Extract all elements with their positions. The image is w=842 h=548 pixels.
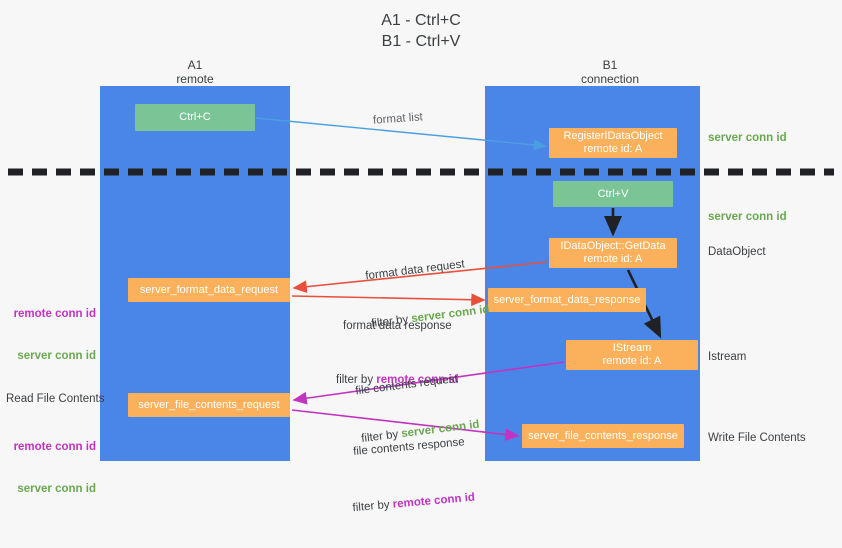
annotation-remote-conn-id-2: remote conn id [13,441,96,453]
box-idataobject-getdata[interactable]: IDataObject::GetData remote id: A [549,238,677,268]
box-ctrl-v[interactable]: Ctrl+V [553,181,673,207]
annotation-conn-id-pair-1: remote conn id server conn id [8,279,96,391]
annotation-remote-conn-id-1: remote conn id [13,308,96,320]
box-server-file-contents-response-label: server_file_contents_response [528,429,678,442]
box-ctrl-c[interactable]: Ctrl+C [135,104,255,131]
box-register-idataobject-line1: RegisterIDataObject [563,130,663,142]
box-istream[interactable]: IStream remote id: A [566,340,698,370]
box-server-file-contents-response[interactable]: server_file_contents_response [522,424,684,448]
box-istream-line1: IStream [612,342,652,354]
filter-prefix: filter by [352,498,394,515]
box-istream-line2: remote id: A [602,355,662,367]
box-register-idataobject-line2: remote id: A [583,143,643,155]
flow-label-file-contents-response-title: file contents response [352,436,466,458]
arrow-file-contents-request [292,361,565,405]
flow-label-format-data-response-title: format data response [343,320,452,332]
arrow-format-data-request [292,261,548,294]
flow-label-file-contents-request-title: file contents request [354,372,459,398]
flow-label-file-contents-response: file contents response filter by remote … [344,402,478,548]
flow-label-format-data-request-title: format data request [364,258,466,283]
diagram-canvas: A1 - Ctrl+C B1 - Ctrl+V A1 remote B1 con… [6,12,834,514]
filter-key-remote-conn-id: remote conn id [376,374,459,386]
column-header-b1: B1 connection [580,58,640,86]
annotation-server-conn-id-top: server conn id [708,132,787,144]
filter-key-remote-conn-id: remote conn id [392,491,476,511]
box-idataobject-getdata-line2: remote id: A [583,253,643,265]
flow-label-file-contents-response-filter: filter by remote conn id [352,490,476,517]
flow-label-format-data-response: format data response filter by remote co… [336,286,459,420]
arrow-format-list [255,117,547,151]
annotation-conn-id-pair-2: remote conn id server conn id [8,412,96,524]
box-register-idataobject[interactable]: RegisterIDataObject remote id: A [549,128,677,158]
box-server-file-contents-request-label: server_file_contents_request [138,398,280,411]
box-server-file-contents-request[interactable]: server_file_contents_request [128,393,290,417]
arrow-format-data-response [291,293,486,307]
annotation-server-conn-id-1: server conn id [17,350,96,362]
box-server-format-data-request[interactable]: server_format_data_request [128,278,290,302]
box-server-format-data-response[interactable]: server_format_data_response [488,288,646,312]
box-server-format-data-request-label: server_format_data_request [139,283,279,296]
annotation-server-conn-id-mid: server conn id [708,211,787,223]
annotation-dataobject: DataObject [708,246,766,258]
filter-prefix: filter by [336,374,377,386]
box-ctrl-c-label: Ctrl+C [179,111,211,123]
box-idataobject-getdata-line1: IDataObject::GetData [560,240,666,252]
box-ctrl-v-label: Ctrl+V [597,187,629,200]
box-server-format-data-response-label: server_format_data_response [493,293,641,306]
column-header-a1: A1 remote [176,58,214,86]
arrow-file-contents-response [291,409,520,441]
annotation-read-file-contents: Read File Contents [6,393,105,405]
page-title: A1 - Ctrl+C B1 - Ctrl+V [381,12,461,50]
annotation-istream: Istream [708,351,747,363]
annotation-write-file-contents: Write File Contents [708,432,806,444]
annotation-server-conn-id-2: server conn id [17,483,96,495]
flow-label-format-data-response-filter: filter by remote conn id [336,372,459,388]
